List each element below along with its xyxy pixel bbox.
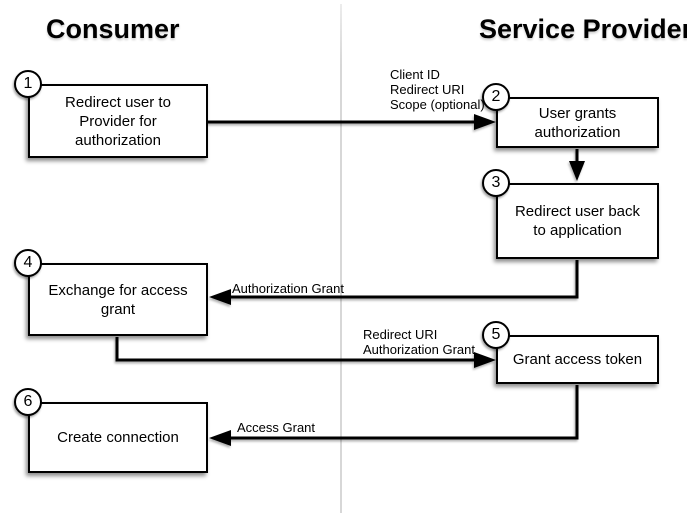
step-box-5-grant-token: 5 Grant access token: [482, 321, 659, 384]
step-text-4: Exchange for access grant: [48, 281, 188, 318]
arrow-label-redirect-uri-authorization-grant: Redirect URI Authorization Grant: [363, 327, 476, 357]
consumer-column-header: Consumer: [46, 14, 180, 44]
step-text-6: Create connection: [57, 429, 179, 446]
step-text-1: Redirect user to Provider for authorizat…: [65, 93, 171, 149]
arrow-line-4-to-5: [115, 337, 474, 362]
step-box-6-create-connection: 6 Create connection: [14, 388, 208, 473]
arrowhead-2-to-3: [569, 161, 585, 181]
step-number-badge-6: 6: [14, 388, 42, 416]
arrowhead-5-to-6: [209, 430, 231, 446]
step-box-2-user-grants: 2 User grants authorization: [482, 83, 659, 148]
arrow-label-client-id-redirect-uri-scope: Client ID Redirect URI Scope (optional): [390, 67, 485, 112]
arrow-label-authorization-grant: Authorization Grant: [232, 281, 345, 296]
step-number-badge-3: 3: [482, 169, 510, 197]
step-text-2: User grants authorization: [534, 104, 621, 141]
step-number-badge-1: 1: [14, 70, 42, 98]
column-divider: [340, 4, 342, 513]
step-number-badge-2: 2: [482, 83, 510, 111]
arrow-line-3-to-4: [231, 260, 579, 299]
step-number-badge-5: 5: [482, 321, 510, 349]
service-provider-column-header: Service Provider: [479, 14, 687, 44]
step-number-badge-4: 4: [14, 249, 42, 277]
arrow-label-access-grant: Access Grant: [237, 420, 316, 435]
step-text-3: Redirect user back to application: [514, 203, 641, 239]
arrowhead-3-to-4: [209, 289, 231, 305]
arrow-line-5-to-6: [231, 385, 579, 440]
step-text-5: Grant access token: [512, 351, 643, 368]
arrowhead-1-to-2: [474, 114, 496, 130]
step-box-1-redirect-user: 1 Redirect user to Provider for authoriz…: [14, 70, 208, 158]
arrowhead-4-to-5: [474, 352, 496, 368]
step-box-4-exchange-grant: 4 Exchange for access grant: [14, 249, 208, 336]
step-box-3-redirect-back: 3 Redirect user back to application: [482, 169, 659, 259]
